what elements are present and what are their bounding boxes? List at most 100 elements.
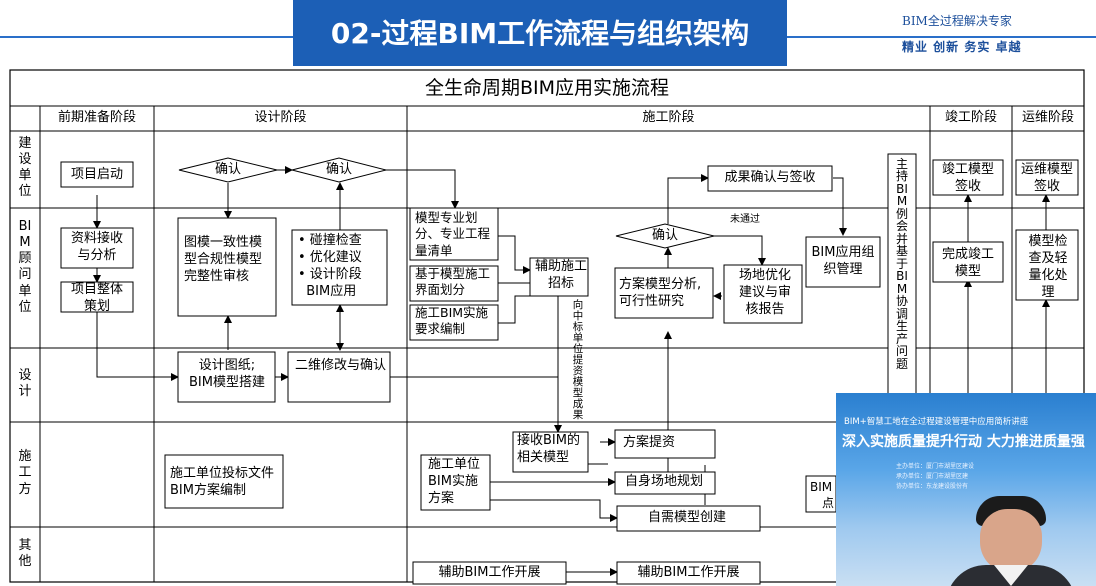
diamond-confirm-2 (291, 157, 387, 183)
label-design-review: 图模一致性模型合规性模型完整性审核 (184, 235, 263, 284)
role-label-3: 施工方 (18, 449, 32, 497)
diamond-confirm-1 (178, 157, 278, 183)
label-assist-bim-1: 辅助BIM工作开展 (438, 565, 541, 580)
label-site-optimize: 场地优化建议与审核报告 (738, 268, 791, 317)
arrow-d2-to-construct (386, 169, 459, 209)
arrow-list-to-bid (498, 235, 531, 274)
label-receive-model: 接收BIM的相关模型 (517, 433, 580, 465)
label-data-receive: 资料接收与分析 (70, 231, 123, 263)
role-label-4: 其他 (18, 537, 32, 569)
label-assist-bid: 辅助施工招标 (534, 259, 587, 291)
role-label-2: 设计 (18, 368, 32, 400)
label-diamond-3: 确认 (651, 228, 678, 243)
video-sponsor-2: 承办单位：厦门市湖里区建 (896, 473, 969, 480)
arrow-confirm-to-org (833, 177, 847, 236)
label-not-passed: 未通过 (730, 214, 760, 225)
role-label-0: 建设单位 (18, 135, 32, 200)
presenter-video: BIM+智慧工地在全过程建设管理中应用简析讲座深入实施质量提升行动 大力推进质量… (836, 393, 1096, 586)
label-diamond-2: 确认 (325, 162, 352, 177)
label-completion-sign: 竣工模型签收 (941, 162, 994, 194)
label-ops-check: 模型检查及轻量化处理 (1028, 234, 1068, 300)
label-clash-check: • 碰撞检查 • 优化建议 • 设计阶段 BIM应用 (298, 233, 362, 299)
box-result-confirm (707, 165, 833, 192)
label-contractor-plan: 施工单位BIM实施方案 (428, 457, 481, 506)
box-completion-model (932, 241, 1004, 283)
phase-header-3: 竣工阶段 (944, 110, 997, 125)
chart-title: 全生命周期BIM应用实施流程 (424, 77, 670, 99)
box-completion-sign (932, 159, 1004, 196)
label-host-meeting: 主持BIM例会并基于BIM协调生产问题 (895, 157, 908, 371)
box-2d-modify (287, 351, 391, 403)
box-assist-bid (529, 257, 589, 297)
box-design-review (177, 217, 277, 317)
label-site-plan: 自身场地规划 (625, 474, 704, 489)
box-host-meeting (887, 153, 917, 395)
label-impl-guide: 施工BIM实施要求编制 (415, 305, 489, 337)
label-diamond-1: 确认 (214, 162, 241, 177)
box-receive-model (512, 431, 589, 473)
phase-header-2: 施工阶段 (642, 110, 695, 125)
arrow-d3-notpass (714, 235, 766, 266)
label-bim-partial-2: 点 (822, 496, 835, 510)
diamond-confirm-3 (615, 223, 715, 249)
box-ops-sign (1015, 159, 1079, 196)
header-rule-left (0, 36, 293, 38)
phase-header-4: 运维阶段 (1021, 110, 1074, 125)
label-overall-plan: 项目整体策划 (70, 282, 123, 314)
label-bim-partial: BIM (810, 480, 833, 494)
box-scheme-submit (614, 429, 716, 459)
label-scheme-analysis: 方案模型分析,可行性研究 (619, 277, 702, 309)
title-banner: 02-过程BIM工作流程与组织架构 (293, 0, 787, 66)
box-site-plan (614, 471, 716, 495)
box-clash-check (291, 229, 388, 306)
video-headline-small: BIM+智慧工地在全过程建设管理中应用简析讲座 (844, 417, 1029, 427)
label-project-start: 项目启动 (70, 167, 123, 182)
label-bid-note: 向中标单位提资模型成果 (572, 299, 584, 422)
box-impl-guide (409, 304, 499, 341)
presenter-face (980, 509, 1042, 573)
label-bim-org: BIM应用组织管理 (811, 245, 875, 277)
arrow-plan-to-design (96, 312, 179, 381)
box-bim-partial (805, 475, 837, 513)
label-2d-modify: 二维修改与确认 (295, 358, 387, 373)
box-ops-check (1015, 229, 1079, 301)
arrow-d3-to-confirm (667, 174, 709, 224)
box-assist-bim-2 (616, 561, 761, 585)
label-quantity-list: 模型专业划分、专业工程量清单 (415, 210, 491, 258)
box-assist-bim-1 (412, 561, 567, 585)
box-bim-org (805, 236, 881, 288)
box-project-start (60, 161, 134, 188)
label-design-drawings: 设计图纸; BIM模型搭建 (189, 358, 265, 390)
label-contractor-bid: 施工单位投标文件BIM方案编制 (170, 466, 275, 498)
box-quantity-list (409, 207, 499, 261)
box-site-optimize (723, 264, 803, 324)
video-sponsor-1: 主办单位：厦门市湖里区建设 (896, 463, 975, 470)
page-title: 02-过程BIM工作流程与组织架构 (330, 17, 750, 50)
phase-header-1: 设计阶段 (254, 110, 307, 125)
label-interface-split: 基于模型施工界面划分 (415, 266, 491, 298)
label-scheme-submit: 方案提资 (623, 435, 676, 450)
arrow-contractor-self (490, 499, 618, 522)
header-rule-right (787, 36, 1096, 38)
box-contractor-bid (164, 454, 284, 509)
label-completion-model: 完成竣工模型 (941, 247, 994, 279)
box-scheme-analysis (614, 267, 714, 319)
arrow-guide-to-bid (498, 295, 530, 324)
label-assist-bim-2: 辅助BIM工作开展 (637, 565, 740, 580)
role-label-1: BIM顾问单位 (18, 218, 32, 315)
box-overall-plan (60, 281, 134, 313)
slogan-expert: BIM全过程解决专家 (902, 14, 1012, 28)
box-contractor-plan (420, 454, 491, 511)
phase-header-0: 前期准备阶段 (57, 110, 136, 125)
label-result-confirm: 成果确认与签收 (724, 170, 816, 185)
label-ops-sign: 运维模型签收 (1020, 162, 1073, 194)
box-data-receive (60, 227, 134, 269)
box-self-model (616, 505, 761, 532)
slogan-values: 精业 创新 务实 卓越 (902, 40, 1022, 54)
label-self-model: 自需模型创建 (648, 510, 727, 525)
box-design-drawings (177, 351, 276, 403)
video-headline: 深入实施质量提升行动 大力推进质量强 (842, 434, 1085, 450)
box-interface-split (409, 265, 499, 302)
video-sponsor-3: 协办单位：东龙建设股份有 (896, 483, 969, 490)
